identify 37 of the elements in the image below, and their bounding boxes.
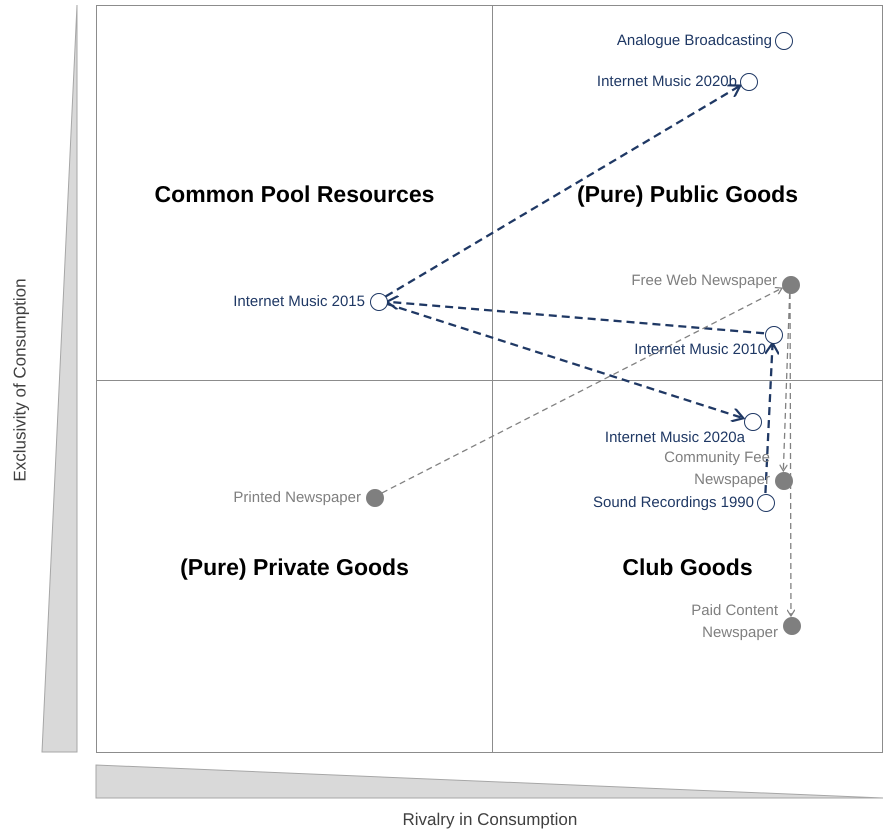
point-label: Analogue Broadcasting	[616, 31, 772, 51]
filled-point-marker	[783, 617, 801, 635]
dashed-arrow	[764, 342, 780, 494]
dashed-arrow	[385, 84, 742, 298]
point-label: Internet Music 2020a	[604, 428, 745, 448]
point-label: Internet Music 2015	[232, 292, 365, 312]
dashed-arrow	[779, 292, 790, 472]
hollow-point-marker	[370, 293, 388, 311]
point-label: Internet Music 2020b	[596, 72, 737, 92]
quadrant-cell	[96, 5, 493, 381]
hollow-point-marker	[775, 32, 793, 50]
filled-point-marker	[775, 472, 793, 490]
quadrant-cell	[492, 5, 883, 381]
quadrant-title: (Pure) Public Goods	[576, 181, 800, 208]
quadrant-title: Common Pool Resources	[154, 181, 436, 208]
hollow-point-marker	[765, 326, 783, 344]
point-label: Sound Recordings 1990	[592, 493, 754, 513]
point-label: Printed Newspaper	[232, 488, 361, 508]
quadrant-cell	[492, 380, 883, 753]
quadrant-title: (Pure) Private Goods	[179, 554, 410, 581]
axis-label: Exclusivity of Consumption	[10, 278, 30, 482]
filled-point-marker	[366, 489, 384, 507]
point-label: Paid Content Newspaper	[690, 601, 778, 643]
filled-point-marker	[782, 276, 800, 294]
point-label: Internet Music 2010	[633, 340, 766, 360]
dashed-arrow	[382, 286, 783, 494]
hollow-point-marker	[744, 413, 762, 431]
quadrant-title: Club Goods	[621, 554, 754, 581]
hollow-point-marker	[740, 73, 758, 91]
axis-label: Rivalry in Consumption	[402, 810, 578, 830]
point-label: Community Fee Newspaper	[663, 448, 770, 490]
dashed-arrow	[386, 302, 745, 423]
dashed-arrow	[786, 293, 796, 617]
point-label: Free Web Newspaper	[630, 271, 777, 291]
hollow-point-marker	[757, 494, 775, 512]
dashed-arrow	[386, 294, 764, 334]
quadrant-cell	[96, 380, 493, 753]
